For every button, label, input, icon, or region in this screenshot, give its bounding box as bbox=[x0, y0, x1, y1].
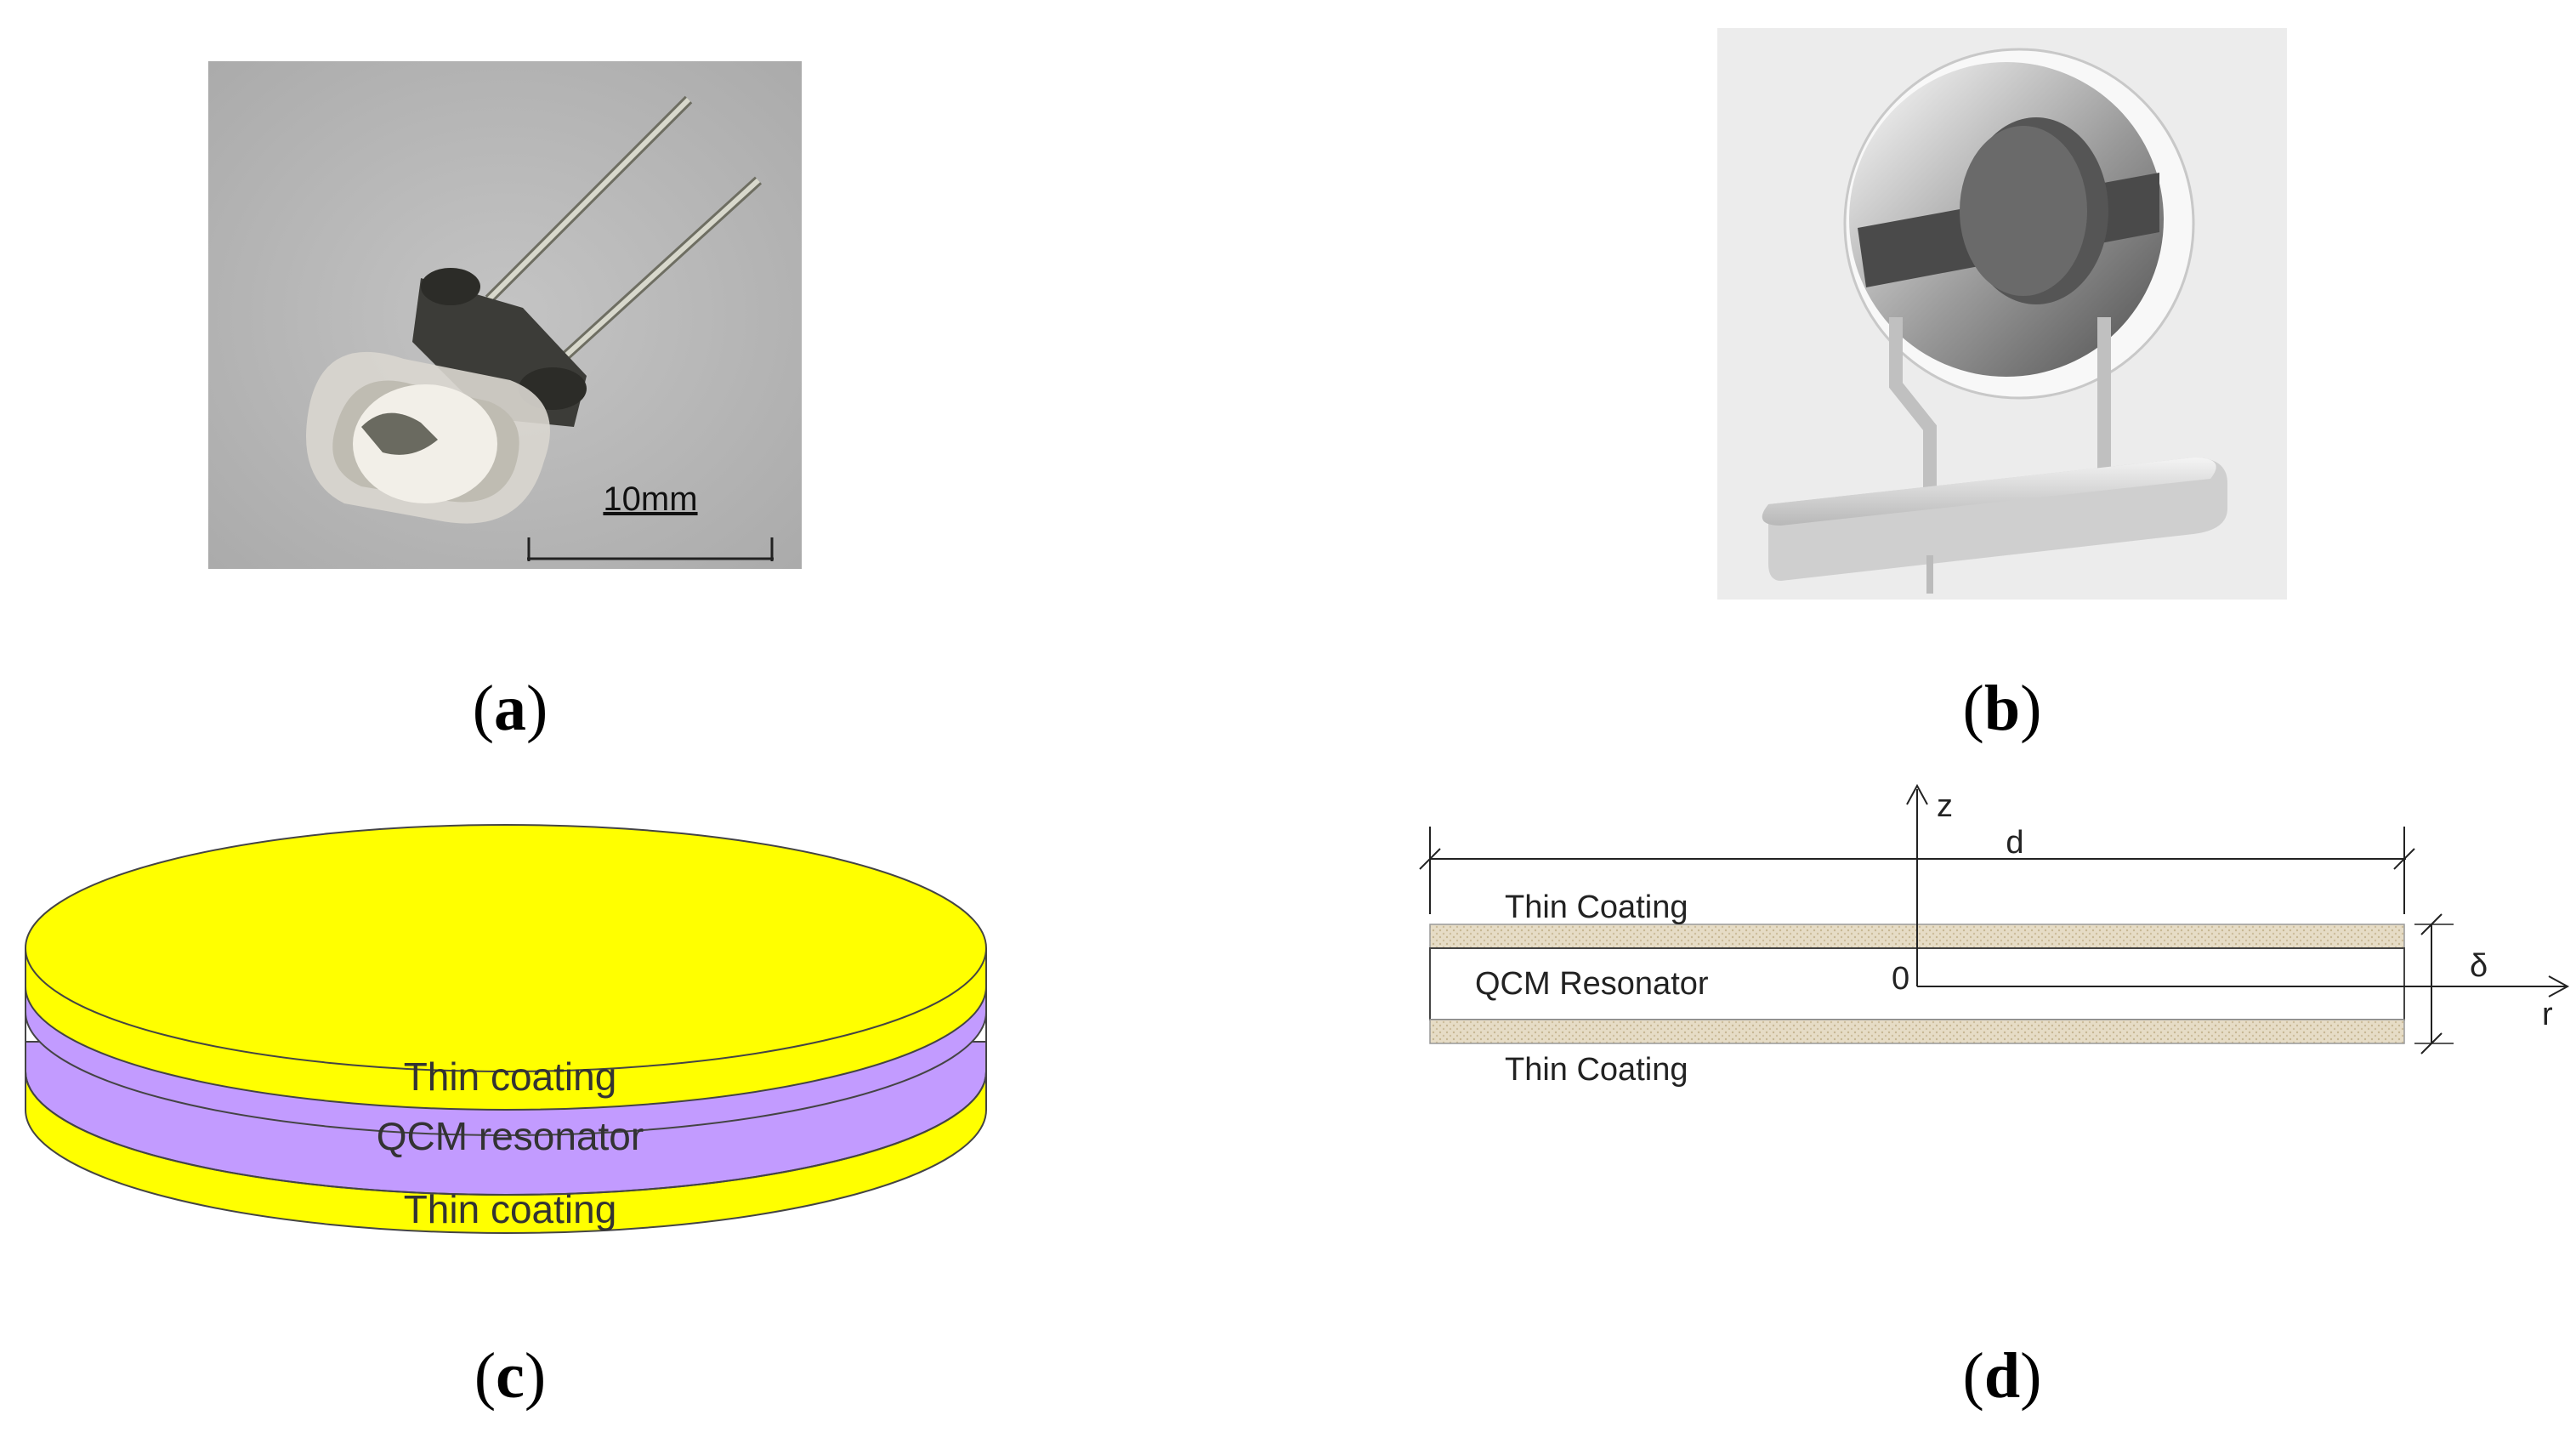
sensor-base bbox=[1762, 458, 2227, 594]
caption-letter-b: b bbox=[1983, 673, 2021, 744]
panel-b-caption: (b) bbox=[1962, 673, 2042, 744]
scale-bar: 10mm bbox=[527, 480, 774, 561]
top-coating-label: Thin coating bbox=[404, 1054, 617, 1099]
panel-d-cross-section: d z r 0 δ Thin Coating QCM Resonator Thi… bbox=[1411, 765, 2576, 1105]
resonator-label: QCM Resonator bbox=[1475, 966, 1709, 1002]
top-coating-label: Thin Coating bbox=[1505, 890, 1688, 925]
panel-a-photo: 10mm bbox=[208, 61, 802, 569]
panel-a-caption: (a) bbox=[472, 673, 548, 744]
caption-letter-d: d bbox=[1983, 1340, 2021, 1412]
caption-letter-c: c bbox=[496, 1340, 525, 1412]
thickness-label: δ bbox=[2470, 948, 2488, 984]
cross-section-diagram: d z r 0 δ Thin Coating QCM Resonator Thi… bbox=[1419, 783, 2570, 1088]
scale-bar-label: 10mm bbox=[603, 480, 697, 518]
panel-b-render bbox=[1717, 28, 2287, 600]
bottom-coating-label: Thin Coating bbox=[1505, 1052, 1688, 1088]
qcm-sensor-render bbox=[1717, 28, 2287, 600]
panel-c-caption: (c) bbox=[474, 1340, 547, 1412]
crystal-holder bbox=[306, 351, 550, 524]
bottom-coating-layer bbox=[1429, 1019, 2405, 1044]
bottom-coating-label: Thin coating bbox=[404, 1187, 617, 1231]
panel-c-layer-stack: Thin coating QCM resonator Thin coating bbox=[13, 816, 1016, 1276]
r-axis-label: r bbox=[2542, 997, 2553, 1032]
resonator-label: QCM resonator bbox=[377, 1114, 644, 1158]
caption-letter-a: a bbox=[494, 673, 526, 744]
z-axis-label: z bbox=[1937, 788, 1953, 824]
panel-d-caption: (d) bbox=[1962, 1340, 2042, 1412]
layer-stack-diagram: Thin coating QCM resonator Thin coating bbox=[25, 824, 987, 1234]
diameter-label: d bbox=[2006, 825, 2023, 861]
support-leg bbox=[1889, 317, 1937, 504]
origin-label: 0 bbox=[1892, 961, 1909, 997]
qcm-sensor-photo: 10mm bbox=[208, 61, 802, 569]
